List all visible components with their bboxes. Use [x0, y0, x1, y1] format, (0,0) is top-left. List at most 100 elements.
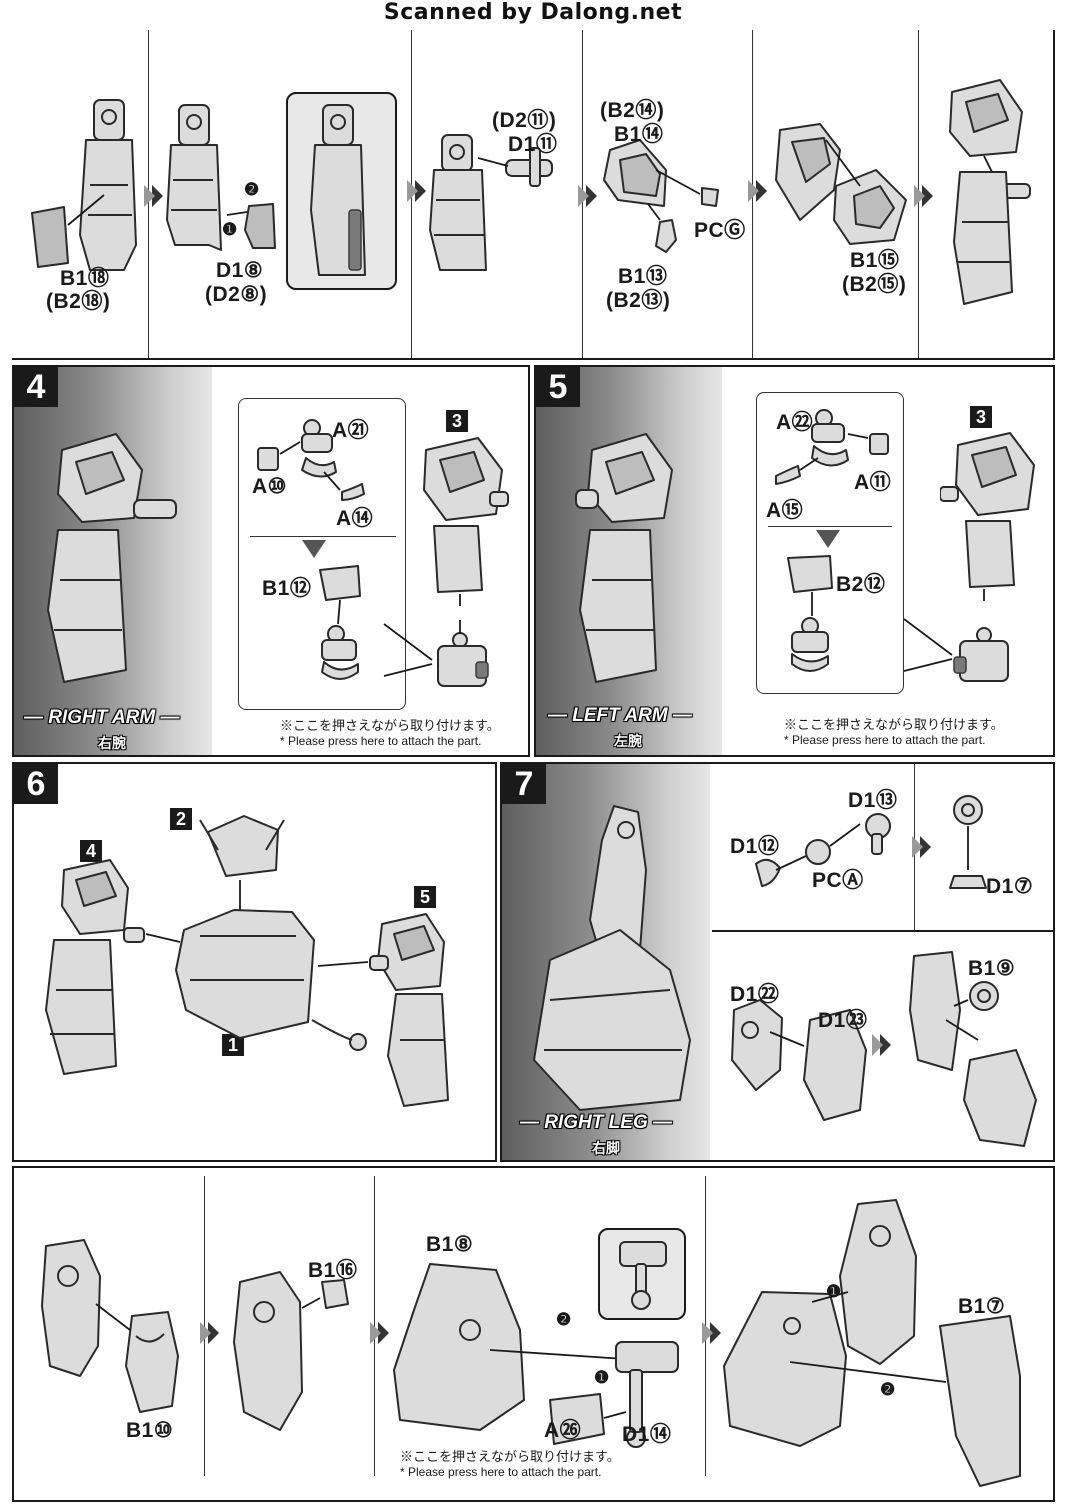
part-label: A⑪: [854, 471, 892, 494]
arm-assembled-drawing: [949, 79, 1031, 305]
part-label: D1㉓: [818, 1009, 868, 1032]
part-label: A⑭: [336, 507, 374, 530]
press-note-jp: ※ここを押さえながら取り付けます。: [280, 718, 500, 733]
part-label: (D2⑧): [205, 283, 268, 306]
part-label: B1⑫: [262, 577, 312, 600]
flow-arrow-icon: [748, 180, 767, 202]
part-label: D1⑫: [730, 835, 780, 858]
shoulder-part-drawing: [603, 139, 719, 253]
part-label: A㉖: [544, 1419, 582, 1442]
part-label: B1⑭: [614, 123, 664, 146]
leg-shell-drawing-2: [233, 1271, 349, 1431]
knee-assembly-drawing: [393, 1263, 679, 1448]
flow-arrow-icon: [914, 185, 933, 207]
right-arm-banner: — RIGHT ARM —: [24, 707, 180, 728]
press-note-en: * Please press here to attach the part.: [784, 733, 986, 747]
step-number: 5: [536, 367, 580, 407]
part-label: B1⑮: [850, 249, 900, 272]
part-label: (B2⑬): [606, 289, 671, 312]
step-mark: ❷: [556, 1310, 572, 1329]
scan-watermark: Scanned by Dalong.net: [383, 0, 683, 25]
lower-leg-assembled-drawing: [723, 1199, 1021, 1487]
step-ref-badge: 4: [80, 840, 102, 862]
part-label: A㉒: [776, 411, 814, 434]
step-number: 4: [14, 367, 58, 407]
part-label: B2⑫: [836, 573, 886, 596]
step4-hand-parts: [257, 419, 365, 680]
step-mark: ❷: [880, 1380, 896, 1399]
step-ref-badge: 2: [170, 808, 192, 830]
step-ref-badge: 1: [222, 1034, 244, 1056]
down-arrow-icon: [302, 540, 326, 558]
arm-part-drawing-3: [429, 134, 553, 271]
step4-callout-lines: [383, 623, 433, 677]
step5-callout-lines: [903, 618, 953, 672]
part-label: (B2⑱): [46, 290, 111, 313]
step5-arm-drawing: [940, 432, 1035, 682]
part-label: B1⑩: [126, 1419, 174, 1442]
part-label: D1⑦: [986, 875, 1034, 898]
right-leg-jp-label: 右脚: [592, 1140, 620, 1156]
right-leg-illustration: [533, 805, 691, 1111]
step-mark: ❶: [826, 1282, 842, 1301]
flow-arrow-icon: [578, 185, 597, 207]
step-ref-badge: 5: [414, 886, 436, 908]
arm-part-drawing-2: [166, 104, 276, 251]
shoulder-cover-drawing: [775, 123, 907, 245]
part-label: D1⑧: [216, 259, 264, 282]
left-arm-banner: — LEFT ARM —: [548, 705, 692, 726]
flow-arrow-icon: [370, 1322, 389, 1344]
press-note-en: * Please press here to attach the part.: [400, 1465, 602, 1479]
left-arm-jp-label: 左腕: [614, 733, 642, 749]
left-arm-illustration: [575, 433, 673, 683]
part-label: D1⑪: [508, 133, 558, 156]
flow-arrow-icon: [144, 185, 163, 207]
press-note-jp: ※ここを押さえながら取り付けます。: [400, 1449, 620, 1464]
arm-part-drawing-1: [31, 99, 137, 271]
part-label: B1⑨: [968, 957, 1016, 980]
press-note-jp: ※ここを押さえながら取り付けます。: [784, 717, 1004, 732]
step7-divider: [712, 930, 1054, 932]
part-label: B1⑯: [308, 1259, 358, 1282]
torso-assembly-drawing: [45, 815, 449, 1107]
flow-arrow-icon: [912, 836, 931, 858]
ankle-assembled-drawing: [949, 795, 987, 889]
part-label: D1㉒: [730, 983, 780, 1006]
part-label: B1⑱: [60, 267, 110, 290]
flow-arrow-icon: [872, 1034, 891, 1056]
arm-detail-drawing: [310, 104, 366, 276]
part-label: B1⑬: [618, 265, 668, 288]
right-arm-illustration: [47, 433, 177, 683]
step-mark: ❶: [594, 1368, 610, 1387]
right-leg-banner: — RIGHT LEG —: [520, 1112, 672, 1133]
flow-arrow-icon: [407, 180, 426, 202]
right-arm-jp-label: 右腕: [98, 735, 126, 751]
press-note-en: * Please press here to attach the part.: [280, 734, 482, 748]
flow-arrow-icon: [200, 1322, 219, 1344]
step4-box-divider: [250, 536, 396, 537]
part-label: A⑩: [252, 475, 287, 498]
down-arrow-icon: [816, 530, 840, 548]
part-label: PCⒶ: [812, 869, 864, 892]
step-number: 7: [502, 764, 546, 804]
step-mark: ❷: [244, 180, 260, 199]
step5-box-divider: [768, 526, 892, 527]
step5-hand-parts: [775, 409, 889, 672]
part-label: B1⑧: [426, 1233, 474, 1256]
part-label: A㉑: [332, 419, 370, 442]
leg-shell-drawing-1: [41, 1239, 179, 1413]
part-label: D1⑬: [848, 789, 898, 812]
part-label: (D2⑪): [492, 109, 557, 132]
step-ref-badge: 3: [970, 406, 992, 428]
part-label: PCⒼ: [694, 219, 746, 242]
leg-frame-parts: [731, 999, 867, 1121]
part-label: (B2⑭): [600, 99, 665, 122]
step-ref-badge: 3: [446, 410, 468, 432]
flow-arrow-icon: [702, 1322, 721, 1344]
part-label: D1⑭: [622, 1423, 672, 1446]
step-mark: ❶: [222, 220, 238, 239]
part-label: B1⑦: [958, 1295, 1006, 1318]
part-label: (B2⑮): [842, 273, 907, 296]
ankle-joint-parts: [755, 813, 891, 887]
leg-frame-assembled: [909, 951, 1037, 1147]
